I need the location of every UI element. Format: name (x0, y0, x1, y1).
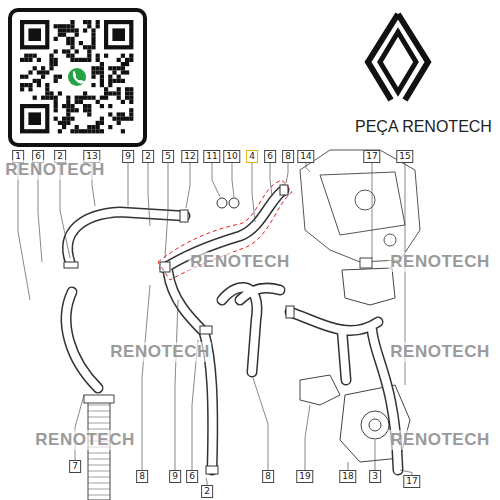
leader-line (348, 462, 349, 470)
coolant-hoses (66, 190, 398, 470)
callout-number: 17 (403, 475, 420, 488)
watermark: RENOTECH (388, 252, 491, 272)
watermark: RENOTECH (388, 342, 491, 362)
callout-number: 2 (142, 150, 154, 163)
leader-line (270, 163, 272, 196)
leader-line (286, 163, 288, 183)
engine-block (300, 150, 420, 262)
brand-title: PEÇA RENOTECH (355, 118, 492, 136)
watermark: RENOTECH (108, 342, 211, 362)
leader-line (212, 163, 220, 197)
watermark: RENOTECH (3, 160, 106, 180)
callout-number: 15 (396, 150, 413, 163)
leader-line (148, 163, 150, 226)
watermark: RENOTECH (388, 430, 491, 450)
leader-line (252, 163, 255, 222)
leader-line (128, 163, 129, 206)
leader-line (186, 163, 190, 208)
leader-line (305, 405, 310, 470)
leader-line (175, 300, 178, 470)
callout-number: 8 (136, 470, 148, 483)
callout-number: 5 (162, 150, 174, 163)
callout-number: 6 (186, 470, 198, 483)
leader-line (253, 378, 268, 470)
callout-number: 9 (122, 150, 134, 163)
callout-number: 8 (262, 470, 274, 483)
callout-number: 6 (264, 150, 276, 163)
callout-number: 17 (363, 150, 380, 163)
leader-lines (18, 163, 412, 485)
qr-code (20, 20, 133, 133)
renault-logo (368, 14, 428, 100)
leader-line (142, 285, 150, 470)
callout-number: 4 (246, 150, 258, 163)
leader-line (18, 163, 30, 300)
callout-number: 9 (169, 470, 181, 483)
expansion-tank (342, 258, 395, 305)
qr-frame (10, 10, 145, 145)
watermark: RENOTECH (33, 430, 136, 450)
leader-line (375, 440, 376, 470)
callout-number: 8 (282, 150, 294, 163)
leader-line (165, 163, 168, 258)
callout-number: 7 (69, 460, 81, 473)
leader-line (372, 163, 373, 258)
leader-line (232, 163, 234, 197)
callout-number: 19 (296, 470, 313, 483)
callout-number: 18 (339, 470, 356, 483)
leader-line (306, 163, 310, 172)
leader-line (75, 395, 84, 460)
watermark: RENOTECH (188, 252, 291, 272)
callout-number: 10 (223, 150, 240, 163)
callout-number: 14 (297, 150, 314, 163)
callout-number: 11 (203, 150, 220, 163)
callout-number: 2 (201, 485, 213, 498)
callout-number: 3 (369, 470, 381, 483)
callout-number: 12 (181, 150, 198, 163)
leader-line (206, 478, 207, 485)
